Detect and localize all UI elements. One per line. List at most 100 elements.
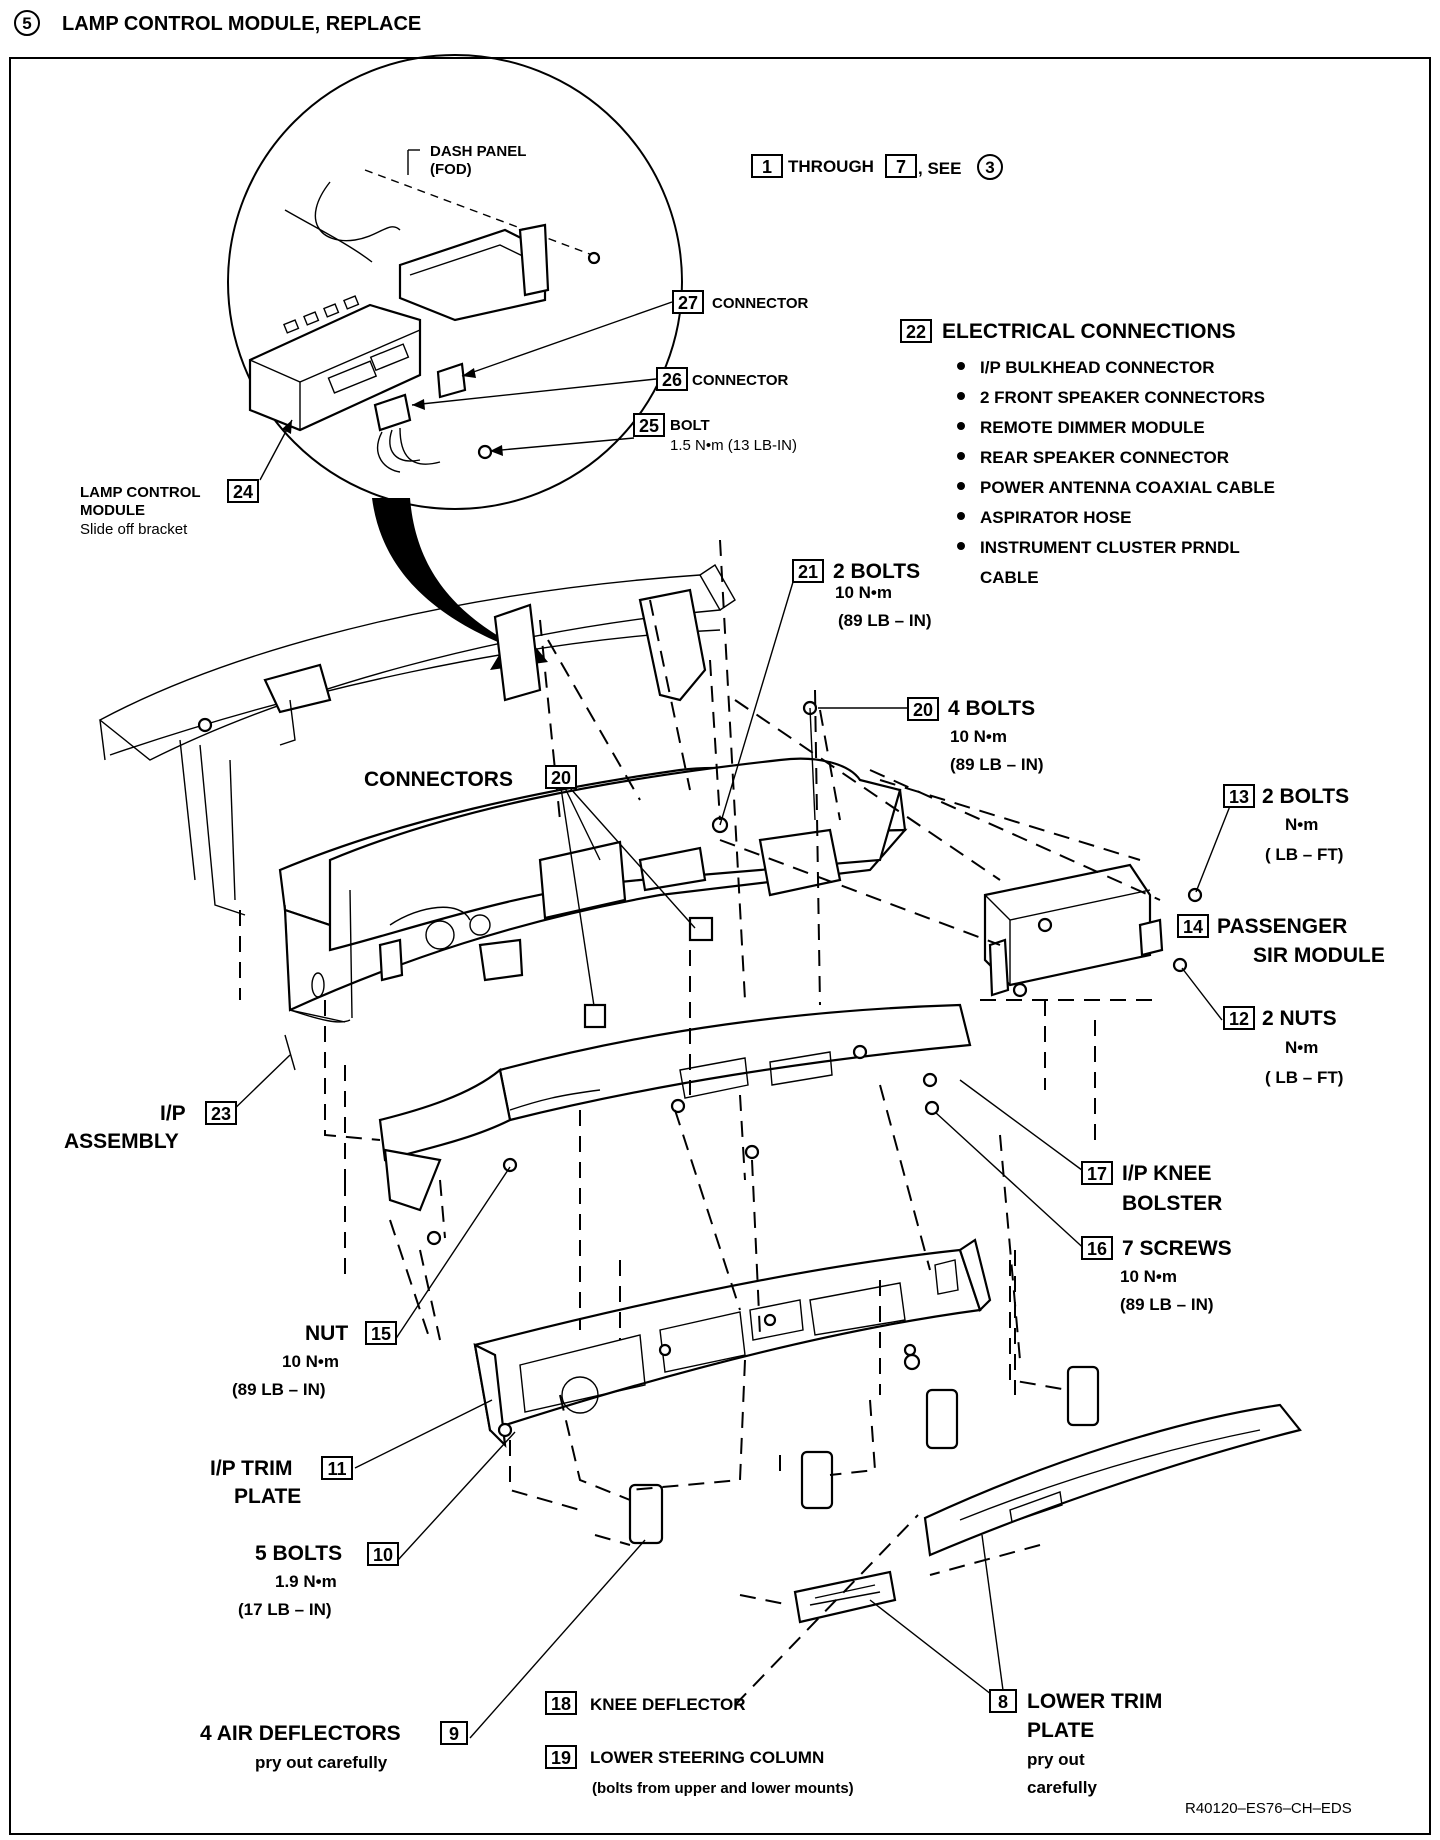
callout-21-box <box>792 559 824 583</box>
note-see: , SEE <box>918 159 961 178</box>
dash-panel-structure <box>98 564 736 916</box>
alignment-lines <box>239 539 1161 1706</box>
electrical-list: I/P BULKHEAD CONNECTOR 2 FRONT SPEAKER C… <box>957 358 1275 587</box>
callout-13-box <box>1223 784 1255 808</box>
detail-pointer <box>372 498 548 670</box>
ip-knee-bolster <box>378 1003 972 1246</box>
callout-12-text: 2 NUTS <box>1262 1007 1337 1030</box>
callout-26-box <box>656 367 688 391</box>
callout-20b-box <box>545 765 577 789</box>
callout-8-note2: carefully <box>1027 1778 1097 1797</box>
callout-20b-num: 20 <box>551 768 571 788</box>
electrical-item: CABLE <box>980 568 1039 587</box>
callout-12-torque1: N•m <box>1285 1038 1318 1057</box>
callout-9-text: 4 AIR DEFLECTORS <box>200 1722 401 1745</box>
callout-24-box <box>227 479 259 503</box>
electrical-item: ASPIRATOR HOSE <box>980 508 1131 527</box>
note-ref-circle <box>977 154 1003 180</box>
ip-trim-plate <box>473 1238 992 1448</box>
callout-11-num: 11 <box>327 1459 346 1479</box>
electrical-item: POWER ANTENNA COAXIAL CABLE <box>980 478 1275 497</box>
callout-16-box <box>1081 1236 1113 1260</box>
electrical-title: ELECTRICAL CONNECTIONS <box>942 320 1236 343</box>
callout-27-text: CONNECTOR <box>712 295 809 312</box>
callout-21-num: 21 <box>798 562 818 582</box>
callout-23-num: 23 <box>211 1104 231 1124</box>
callout-15-torque2: (89 LB – IN) <box>232 1380 326 1399</box>
note-last: 7 <box>896 157 906 177</box>
callout-23-line1: I/P <box>160 1102 186 1125</box>
callout-10-torque2: (17 LB – IN) <box>238 1600 332 1619</box>
detail-circle <box>227 54 683 510</box>
callout-17-box <box>1081 1161 1113 1185</box>
callout-25-text: BOLT <box>670 417 710 434</box>
callout-16-text: 7 SCREWS <box>1122 1237 1232 1260</box>
callout-11-line1: I/P TRIM <box>210 1457 292 1480</box>
callout-24-note: Slide off bracket <box>80 521 188 538</box>
callout-25-torque: 1.5 N•m (13 LB-IN) <box>670 437 797 454</box>
callout-12-num: 12 <box>1229 1009 1249 1029</box>
callout-17-line2: BOLSTER <box>1122 1192 1222 1215</box>
callout-21-torque1: 10 N•m <box>835 583 892 602</box>
callout-26-text: CONNECTOR <box>692 372 789 389</box>
electrical-item: REMOTE DIMMER MODULE <box>980 418 1205 437</box>
callout-10-box <box>367 1542 399 1566</box>
callout-19-box <box>545 1745 577 1769</box>
callout-24-line1: LAMP CONTROL <box>80 484 201 501</box>
figure-code: R40120–ES76–CH–EDS <box>1185 1800 1352 1817</box>
diagram-frame <box>9 57 1431 1835</box>
callout-16-num: 16 <box>1087 1239 1107 1259</box>
step-circle <box>14 10 40 36</box>
air-deflectors <box>628 1365 1100 1545</box>
callout-8-box <box>989 1689 1017 1713</box>
step-number: 5 <box>22 14 31 33</box>
callout-9-num: 9 <box>449 1724 459 1744</box>
callout-22-num: 22 <box>906 322 926 342</box>
lower-trim-plate <box>793 1403 1302 1624</box>
callout-16-torque2: (89 LB – IN) <box>1120 1295 1214 1314</box>
callout-8-num: 8 <box>998 1692 1008 1712</box>
callout-12-torque2: ( LB – FT) <box>1265 1068 1343 1087</box>
passenger-sir-module <box>983 863 1203 998</box>
callout-18-num: 18 <box>551 1694 571 1714</box>
callout-13-num: 13 <box>1229 787 1249 807</box>
callout-24-num: 24 <box>233 482 253 502</box>
callout-20a-num: 20 <box>913 700 933 720</box>
dash-panel-label-2: (FOD) <box>430 161 472 178</box>
callout-13-text: 2 BOLTS <box>1262 785 1349 808</box>
callout-13-torque1: N•m <box>1285 815 1318 834</box>
callout-8-note1: pry out <box>1027 1750 1085 1769</box>
note-box-7 <box>885 154 917 178</box>
note-box-1 <box>751 154 783 178</box>
callout-20a-text: 4 BOLTS <box>948 697 1035 720</box>
callout-10-num: 10 <box>373 1545 393 1565</box>
callout-16-torque1: 10 N•m <box>1120 1267 1177 1286</box>
electrical-item: REAR SPEAKER CONNECTOR <box>980 448 1229 467</box>
callout-25-box <box>633 413 665 437</box>
callout-11-box <box>321 1456 353 1480</box>
callout-19-text: LOWER STEERING COLUMN <box>590 1748 824 1767</box>
callout-13-torque2: ( LB – FT) <box>1265 845 1343 864</box>
callout-23-line2: ASSEMBLY <box>64 1130 179 1153</box>
callout-15-box <box>365 1321 397 1345</box>
callout-15-num: 15 <box>371 1324 391 1344</box>
callout-20a-torque1: 10 N•m <box>950 727 1007 746</box>
note-first: 1 <box>762 157 772 177</box>
callout-19-num: 19 <box>551 1748 571 1768</box>
callout-12-box <box>1223 1006 1255 1030</box>
callout-14-box <box>1177 914 1209 938</box>
callout-24-line2: MODULE <box>80 502 145 519</box>
callout-23-box <box>205 1101 237 1125</box>
callout-10-text: 5 BOLTS <box>255 1542 342 1565</box>
callout-8-line2: PLATE <box>1027 1719 1094 1742</box>
callout-9-box <box>440 1721 468 1745</box>
callout-26-num: 26 <box>662 370 682 390</box>
callout-14-line1: PASSENGER <box>1217 915 1347 938</box>
callout-8-line1: LOWER TRIM <box>1027 1690 1162 1713</box>
electrical-item: INSTRUMENT CLUSTER PRNDL <box>980 538 1240 557</box>
callout-10-torque1: 1.9 N•m <box>275 1572 337 1591</box>
callout-14-num: 14 <box>1183 917 1203 937</box>
callout-20a-torque2: (89 LB – IN) <box>950 755 1044 774</box>
dash-panel-label: DASH PANEL <box>430 143 526 160</box>
